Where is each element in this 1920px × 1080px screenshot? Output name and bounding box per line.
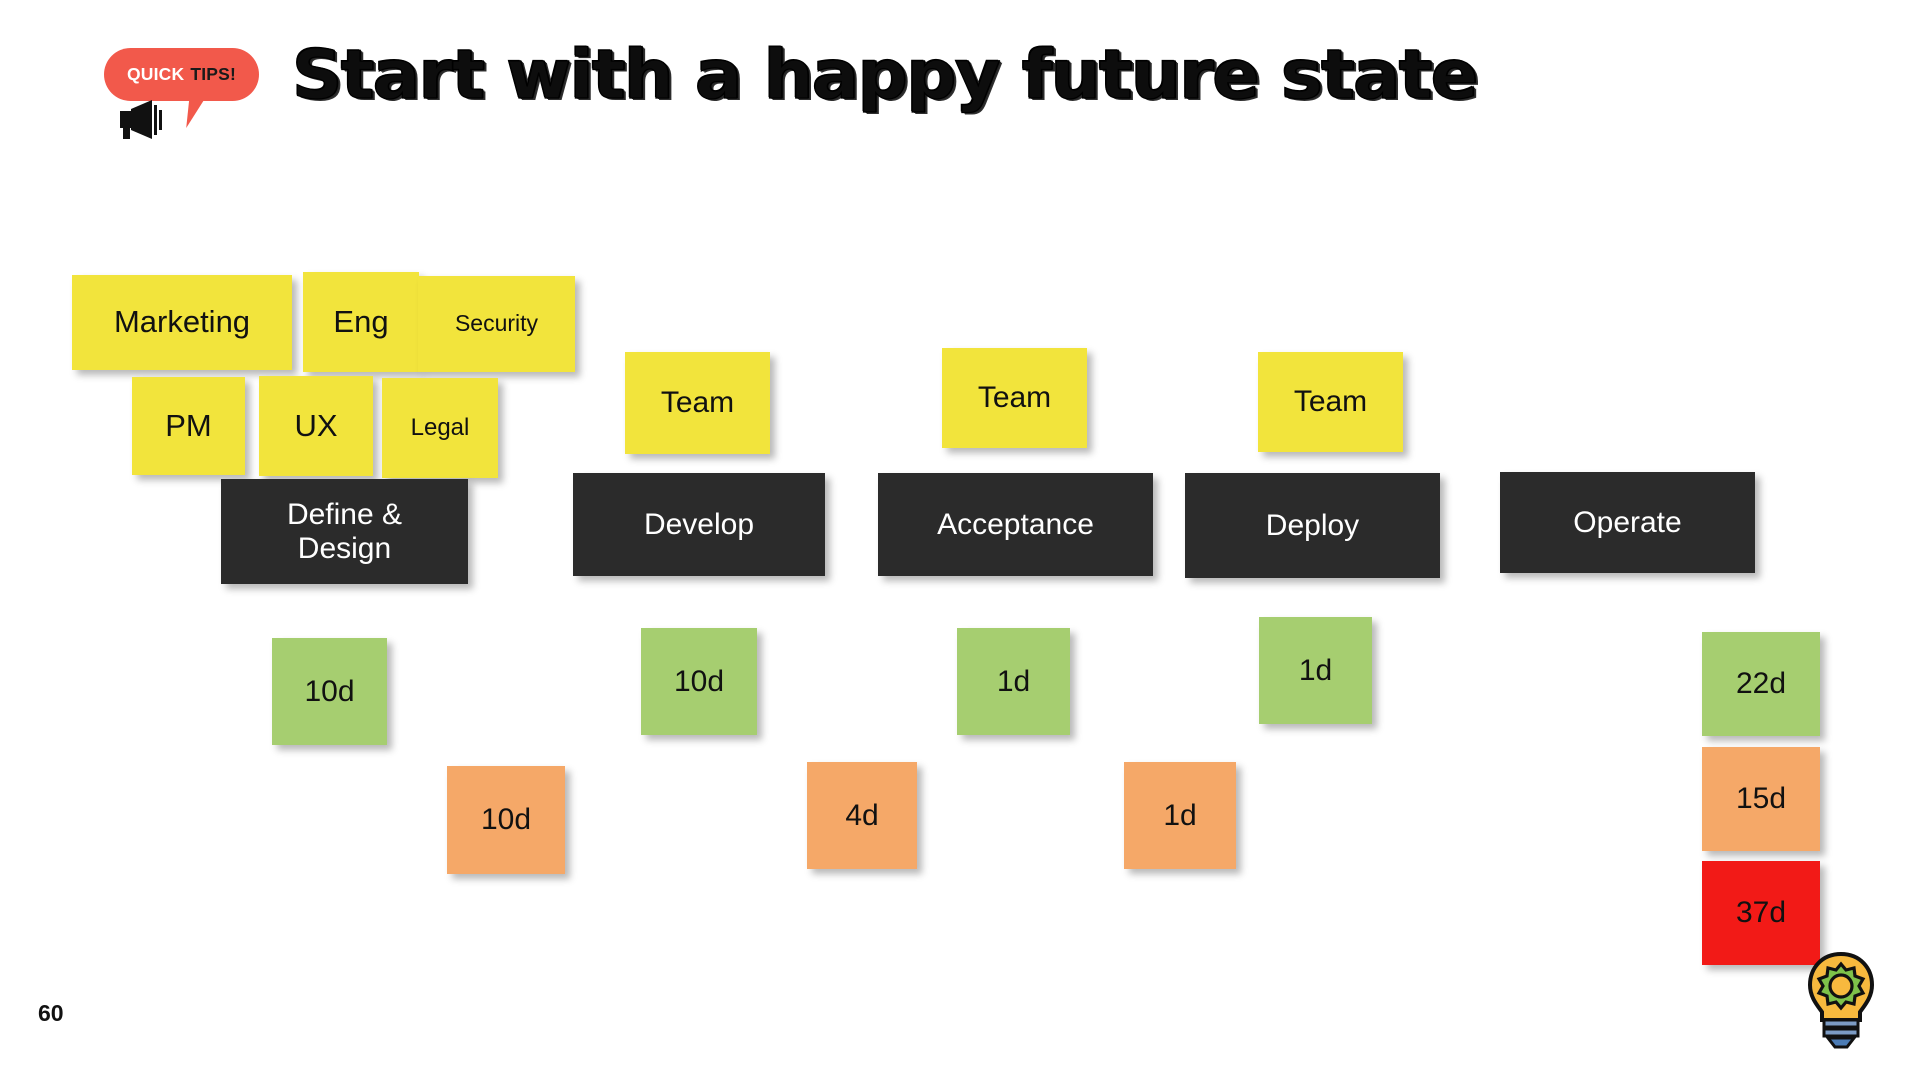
sticky-note-security-label: Security (454, 310, 539, 337)
sticky-note-marketing-label: Marketing (113, 304, 251, 340)
page-number: 60 (38, 1000, 64, 1026)
duration-card-orange-3[interactable]: 4d (807, 762, 917, 869)
sticky-note-pm[interactable]: PM (132, 377, 245, 475)
stage-box-define-design-label: Define &Design (286, 497, 403, 565)
duration-card-orange-3-label: 4d (845, 798, 879, 832)
stage-box-operate-label: Operate (1573, 505, 1682, 539)
stage-box-acceptance[interactable]: Acceptance (878, 473, 1153, 576)
duration-card-green-6[interactable]: 1d (1259, 617, 1372, 724)
duration-card-green-4-label: 1d (996, 664, 1031, 698)
sticky-note-legal-label: Legal (410, 413, 470, 441)
duration-card-green-0[interactable]: 10d (272, 638, 387, 745)
stage-box-develop-label: Develop (643, 507, 755, 541)
sticky-note-ux-label: UX (294, 407, 338, 443)
duration-card-orange-8[interactable]: 15d (1702, 747, 1820, 851)
stage-box-define-design[interactable]: Define &Design (221, 479, 468, 584)
quick-tips-word-one: QUICK (126, 63, 185, 84)
megaphone-icon (120, 100, 162, 139)
duration-card-orange-1[interactable]: 10d (447, 766, 565, 874)
stage-box-acceptance-label: Acceptance (937, 507, 1094, 541)
duration-card-red-9[interactable]: 37d (1702, 861, 1820, 965)
sticky-note-pm-label: PM (165, 407, 212, 443)
duration-card-green-0-label: 10d (304, 674, 355, 708)
sticky-note-team-label: Team (1293, 385, 1368, 419)
sticky-note-team-label: Team (660, 386, 735, 420)
stage-box-operate[interactable]: Operate (1500, 472, 1755, 573)
duration-card-orange-5[interactable]: 1d (1124, 762, 1236, 869)
stage-box-deploy-label: Deploy (1265, 508, 1360, 542)
duration-card-green-4[interactable]: 1d (957, 628, 1070, 735)
sticky-note-eng[interactable]: Eng (303, 272, 419, 372)
duration-card-red-9-label: 37d (1735, 896, 1787, 930)
sticky-note-legal[interactable]: Legal (382, 378, 498, 478)
duration-card-orange-5-label: 1d (1163, 798, 1197, 832)
sticky-note-team[interactable]: Team (942, 348, 1087, 448)
quick-tips-word-two: TIPS! (190, 63, 237, 84)
duration-card-green-2[interactable]: 10d (641, 628, 757, 735)
duration-card-orange-1-label: 10d (480, 803, 532, 837)
stage-box-deploy[interactable]: Deploy (1185, 473, 1440, 578)
duration-card-green-2-label: 10d (673, 664, 725, 698)
sticky-note-marketing[interactable]: Marketing (72, 275, 292, 370)
sticky-note-team-label: Team (977, 381, 1052, 415)
sticky-note-security[interactable]: Security (418, 276, 575, 372)
sticky-note-team[interactable]: Team (625, 352, 770, 454)
lightbulb-gear-icon (1807, 951, 1875, 1049)
duration-card-green-7-label: 22d (1735, 667, 1787, 701)
sticky-note-team[interactable]: Team (1258, 352, 1403, 452)
duration-card-green-7[interactable]: 22d (1702, 632, 1820, 736)
sticky-note-eng-label: Eng (333, 303, 389, 339)
duration-card-green-6-label: 1d (1298, 653, 1333, 687)
sticky-note-ux[interactable]: UX (259, 376, 373, 476)
page-title: Start with a happy future state (291, 36, 1479, 115)
stage-box-develop[interactable]: Develop (573, 473, 825, 576)
duration-card-orange-8-label: 15d (1735, 782, 1787, 816)
